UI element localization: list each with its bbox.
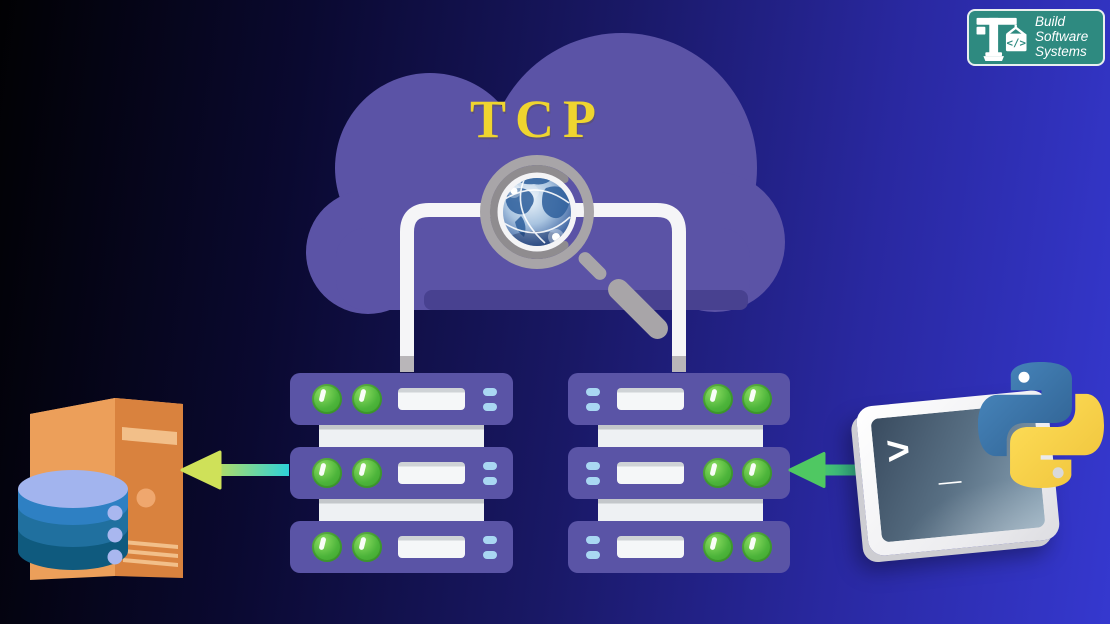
led-green-icon <box>742 384 772 414</box>
led-green-icon <box>742 532 772 562</box>
terminal-prompt: > <box>884 427 912 474</box>
cloud-bottom-shadow <box>424 290 748 310</box>
drive-slot <box>617 462 684 484</box>
led-green-icon <box>312 458 342 488</box>
rack-unit <box>290 447 513 499</box>
brand-line-1: Build <box>1035 14 1066 30</box>
vent-pill <box>483 388 497 396</box>
server-rack-left <box>290 373 513 573</box>
globe-icon <box>497 172 577 252</box>
led-green-icon <box>742 458 772 488</box>
left-arrow-icon <box>180 450 289 490</box>
vent-pill <box>483 551 497 559</box>
python-eye-yellow <box>1052 467 1064 479</box>
led-green-icon <box>703 532 733 562</box>
led-green-icon <box>352 384 382 414</box>
rack-unit <box>290 521 513 573</box>
terminal-cursor: _ <box>935 442 962 489</box>
brand-line-3: Systems <box>1035 43 1087 59</box>
led-green-icon <box>312 384 342 414</box>
rack-unit <box>568 373 790 425</box>
drive-slot <box>617 536 684 558</box>
led-green-icon <box>352 458 382 488</box>
python-logo-icon <box>978 362 1104 488</box>
magnifier-icon <box>480 155 668 339</box>
vent-pill <box>586 403 600 411</box>
rack-spacer <box>598 425 763 447</box>
led-green-icon <box>703 384 733 414</box>
rack-unit <box>290 373 513 425</box>
code-glyph: </> <box>1007 36 1027 49</box>
brand-line-2: Software <box>1035 29 1089 45</box>
database-icon <box>18 470 128 570</box>
tcp-title: TCP <box>470 89 605 149</box>
drive-slot <box>398 462 465 484</box>
vent-pill <box>483 536 497 544</box>
server-rack-right <box>568 373 790 573</box>
brand-badge-text: Build Software Systems <box>1035 14 1089 60</box>
rack-unit <box>568 447 790 499</box>
vent-pill <box>483 403 497 411</box>
led-green-icon <box>703 458 733 488</box>
rack-unit <box>568 521 790 573</box>
led-green-icon <box>352 532 382 562</box>
drive-slot <box>617 388 684 410</box>
vent-pill <box>586 388 600 396</box>
vent-pill <box>586 536 600 544</box>
vent-pill <box>586 477 600 485</box>
drive-slot <box>398 536 465 558</box>
vent-pill <box>483 477 497 485</box>
drive-slot <box>398 388 465 410</box>
vent-pill <box>586 551 600 559</box>
brand-badge: </> Build Software Systems <box>967 9 1105 66</box>
left-arrow-icon <box>788 452 880 488</box>
vent-pill <box>483 462 497 470</box>
vent-pill <box>586 462 600 470</box>
python-eye-blue <box>1018 371 1030 383</box>
rack-spacer <box>319 425 484 447</box>
crane-icon: </> <box>976 17 1027 62</box>
rack-spacer <box>598 499 763 521</box>
database-server-graphic <box>18 398 183 580</box>
led-green-icon <box>312 532 342 562</box>
rack-spacer <box>319 499 484 521</box>
